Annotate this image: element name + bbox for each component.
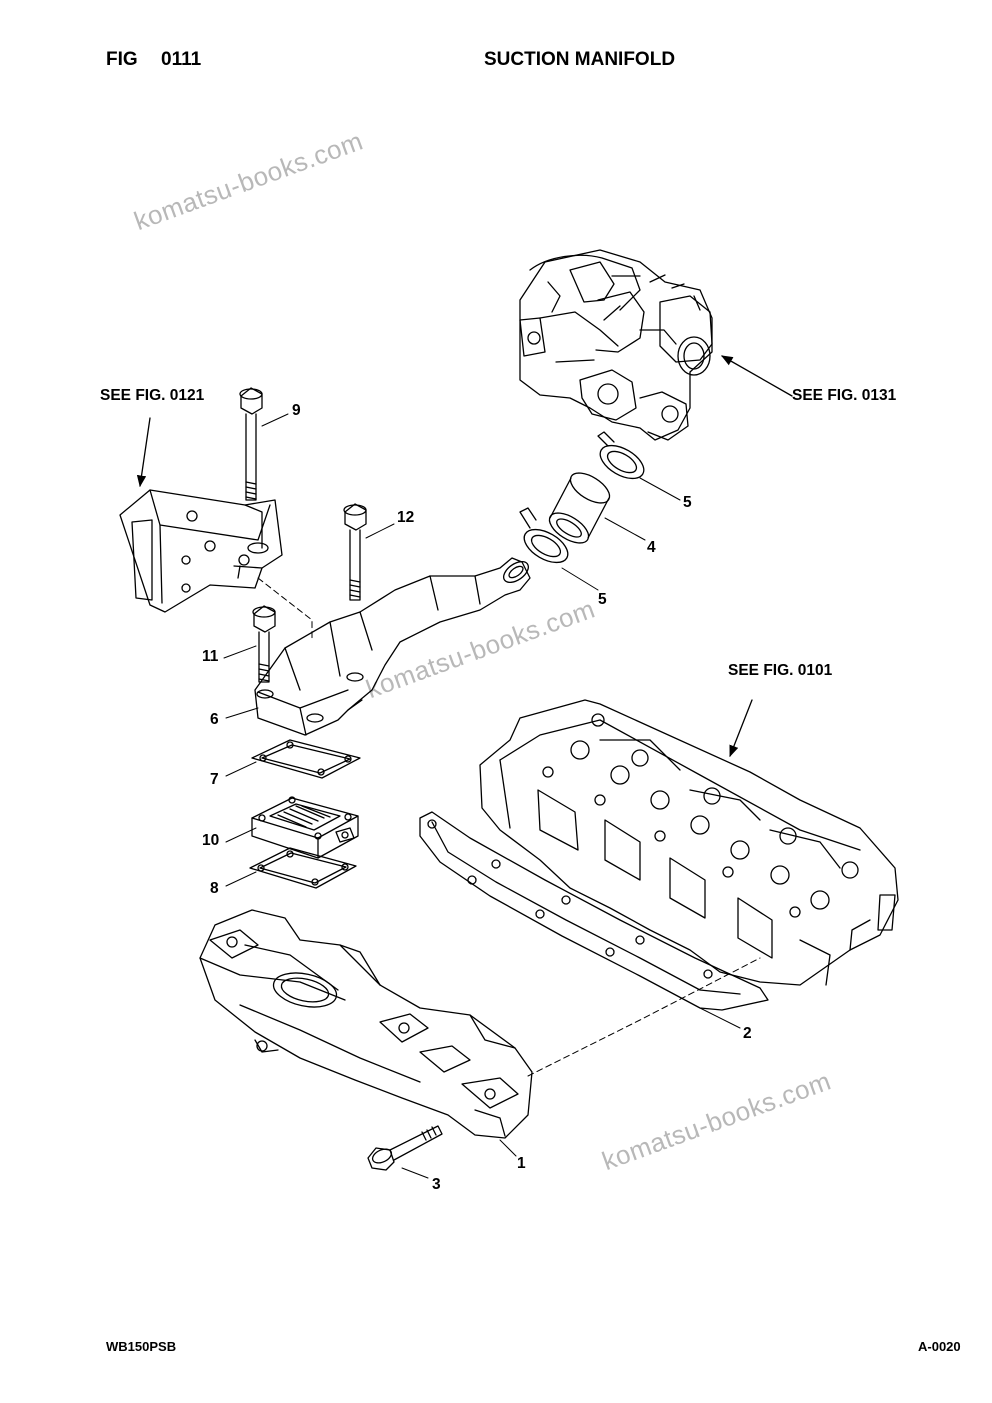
heater-block [252,797,358,858]
callout-7: 7 [210,771,219,788]
reference-fig-0121: SEE FIG. 0121 [100,387,205,404]
leader-9 [262,414,288,426]
assembly-line-bracket [258,578,312,640]
callout-10: 10 [202,832,220,849]
leader-11 [224,646,256,658]
leader-5-upper [640,478,680,500]
leader-6 [226,708,258,718]
callout-11: 11 [202,648,219,665]
leader-5-lower [562,568,598,590]
callout-9: 9 [292,402,301,419]
callout-3: 3 [432,1176,441,1193]
bolt-12 [344,504,366,600]
intake-pipe [255,557,532,735]
callout-5-upper: 5 [683,494,692,511]
gasket-7 [252,740,360,778]
hose-clamp-upper [595,432,650,485]
figure-label: FIG [106,49,138,70]
callout-5-lower: 5 [598,591,607,608]
callout-6: 6 [210,711,219,728]
callout-4: 4 [647,539,656,556]
page-title: SUCTION MANIFOLD [484,49,676,70]
reference-fig-0101: SEE FIG. 0101 [728,662,833,679]
callout-1: 1 [517,1155,526,1172]
gasket-8 [250,848,356,888]
bolt-11 [253,606,275,682]
figure-number: 0111 [161,49,202,70]
leader-3 [402,1168,428,1178]
leader-2 [700,1008,740,1028]
manifold-gasket [420,812,768,1010]
callout-12: 12 [397,509,415,526]
callout-2: 2 [743,1025,752,1042]
bolt-9 [240,388,262,500]
hose-clamp-lower [519,508,574,569]
fig-0101-arrow [730,700,752,758]
leader-1 [500,1140,516,1156]
fig-0121-arrow [136,418,150,488]
intake-manifold [200,910,532,1138]
turbocharger [520,250,712,440]
cylinder-head [480,700,898,985]
footer-model: WB150PSB [106,1339,177,1354]
leader-7 [226,762,256,776]
hose [545,467,615,549]
leader-12 [366,524,394,538]
leader-10 [226,828,256,842]
assembly-line-manifold [528,958,760,1076]
leader-4 [605,518,645,540]
leader-8 [226,872,256,886]
reference-fig-0131: SEE FIG. 0131 [792,387,897,404]
fig-0131-arrow [720,356,792,396]
footer-page: A-0020 [918,1339,961,1354]
bracket [120,490,282,612]
callout-8: 8 [210,880,219,897]
bolt-3 [368,1126,442,1170]
